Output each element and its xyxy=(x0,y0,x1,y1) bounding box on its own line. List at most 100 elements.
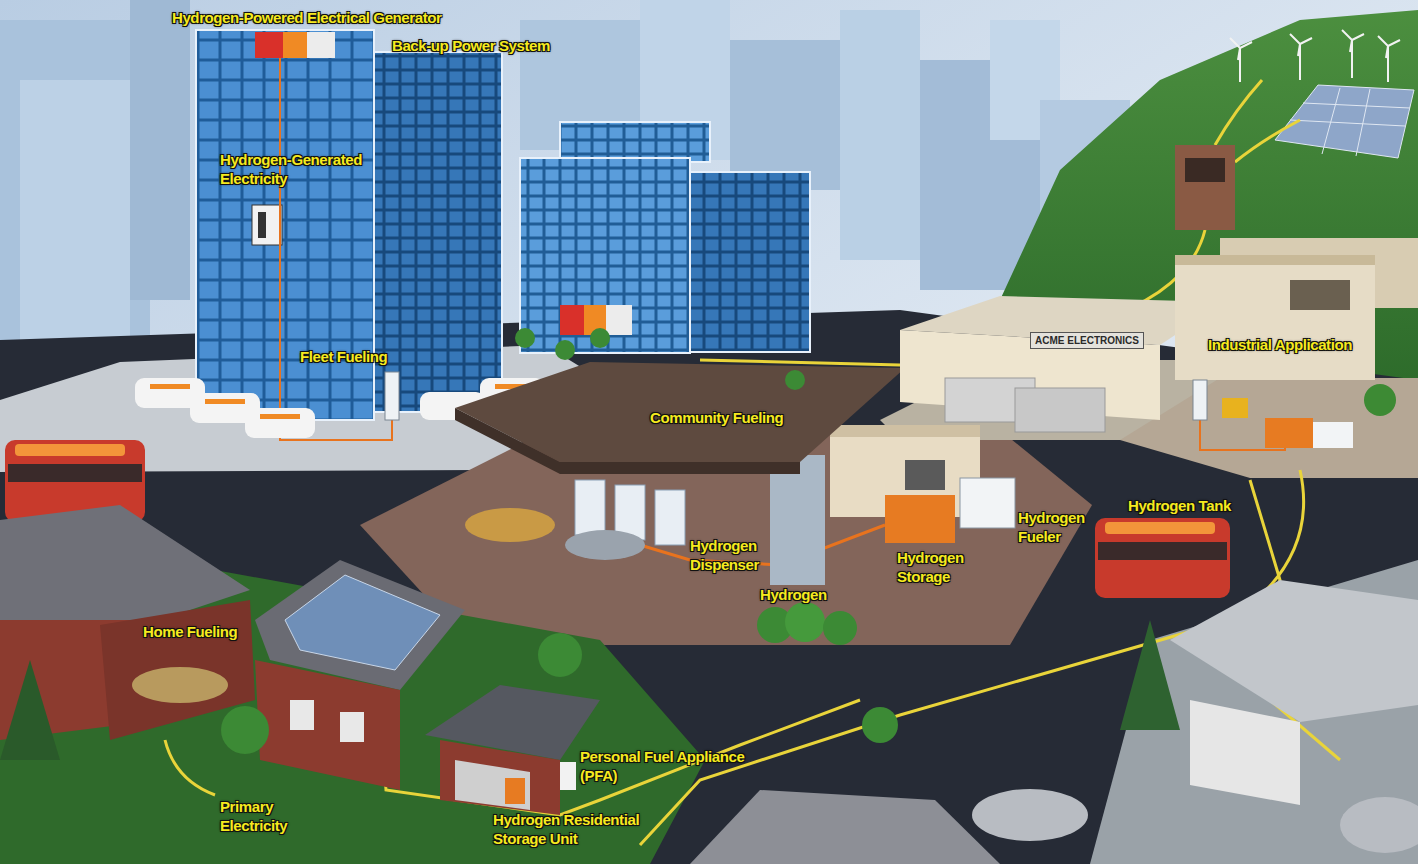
backup-power-box xyxy=(606,305,632,335)
personal-fuel-appliance xyxy=(560,762,576,790)
turbine-blade xyxy=(1230,38,1240,48)
industrial-window xyxy=(1290,280,1350,310)
backup-power-box xyxy=(307,32,335,58)
bush xyxy=(1364,384,1396,416)
bg-building xyxy=(840,10,920,260)
solar-grid xyxy=(1290,88,1410,156)
callout-label: Hydrogen-Powered Electrical Generator xyxy=(172,8,441,27)
turbine-blade xyxy=(1240,42,1252,48)
fleet-dispenser xyxy=(385,372,399,420)
bg-building xyxy=(0,20,150,350)
turbine-blade xyxy=(1342,30,1352,40)
hydrogen-fueler-box xyxy=(960,478,1015,528)
wind-turbines xyxy=(1230,30,1400,82)
industrial-dispenser xyxy=(1193,380,1207,420)
van xyxy=(245,408,315,438)
turbine-blade xyxy=(1378,36,1388,46)
bus-tank xyxy=(1105,522,1215,534)
green-hill xyxy=(1000,10,1418,400)
bush xyxy=(823,611,857,645)
power-building-window xyxy=(1185,158,1225,182)
car xyxy=(972,789,1088,841)
turbine-blade xyxy=(1300,38,1312,44)
glass-building xyxy=(520,158,690,353)
car xyxy=(132,667,228,703)
rooftop-solar xyxy=(285,575,440,670)
road xyxy=(0,310,1418,864)
bg-building xyxy=(20,80,130,340)
building-sign: ACME ELECTRONICS xyxy=(1030,332,1144,349)
forklift xyxy=(1222,398,1248,418)
station-roof xyxy=(830,425,980,437)
bus-windows xyxy=(8,464,142,482)
garage-door xyxy=(455,760,530,810)
turbine-blade xyxy=(1386,46,1388,58)
station-window xyxy=(905,460,945,490)
industrial-building xyxy=(1175,262,1375,380)
garage-wall xyxy=(440,740,560,815)
power-wire xyxy=(165,740,215,795)
turbine-blade xyxy=(1290,34,1300,44)
dispenser-pump xyxy=(575,480,605,535)
callout-label: Hydrogen Storage xyxy=(897,548,979,586)
callout-label: Hydrogen-Generated Electricity xyxy=(220,150,395,188)
residential-storage-unit xyxy=(505,778,525,804)
industrial-roof xyxy=(1175,255,1375,265)
canopy-edge xyxy=(455,408,800,474)
panel-detail xyxy=(258,212,266,238)
car xyxy=(465,508,555,542)
turbine-blade xyxy=(1298,44,1300,56)
bus-tank xyxy=(15,444,125,456)
tree xyxy=(555,340,575,360)
tree xyxy=(221,706,269,754)
van-stripe xyxy=(150,384,190,389)
house-roof xyxy=(690,790,1000,864)
glass-tower-side xyxy=(374,52,502,412)
turbine-blade xyxy=(1352,34,1364,40)
tree xyxy=(538,633,582,677)
house-roof xyxy=(0,505,250,620)
callout-label: Hydrogen xyxy=(760,585,827,604)
callout-label: Community Fueling xyxy=(650,408,783,427)
turbine-blade xyxy=(1238,48,1240,60)
car xyxy=(565,530,645,560)
hydrogen-pipe xyxy=(280,58,392,440)
bg-building xyxy=(730,40,840,190)
callout-label: Hydrogen Dispenser xyxy=(690,536,772,574)
van-stripe xyxy=(260,414,300,419)
tree xyxy=(862,707,898,743)
callout-label: Hydrogen Tank xyxy=(1128,496,1231,515)
house-wall xyxy=(1190,700,1300,805)
bg-building xyxy=(130,0,190,300)
generator-box xyxy=(560,305,584,335)
turbine-pole xyxy=(1239,48,1241,82)
callout-label: Hydrogen Fueler xyxy=(1018,508,1100,546)
bus-windows xyxy=(1098,542,1227,560)
dispenser-pump xyxy=(655,490,685,545)
house-window xyxy=(340,712,364,742)
callout-label: Industrial Application xyxy=(1208,335,1352,354)
generator-box xyxy=(283,32,307,58)
generator-box xyxy=(255,32,283,58)
turbine-pole xyxy=(1387,46,1389,82)
callout-label: Home Fueling xyxy=(143,622,237,641)
callout-label: Back-up Power System xyxy=(392,36,550,55)
callout-label: Fleet Fueling xyxy=(300,347,387,366)
tree xyxy=(590,328,610,348)
turbine-blade xyxy=(1350,40,1352,52)
callout-label: Personal Fuel Appliance (PFA) xyxy=(580,747,770,785)
industrial-lot xyxy=(1120,378,1418,478)
electricity-panel xyxy=(252,205,282,245)
glass-building-top xyxy=(560,122,710,162)
hydrogen-storage-tank xyxy=(885,495,955,543)
house-roof xyxy=(1170,580,1418,722)
house-wall xyxy=(255,660,400,790)
tree xyxy=(785,370,805,390)
pine-tree xyxy=(1120,620,1180,730)
glass-building-side xyxy=(690,172,810,352)
power-building xyxy=(1175,145,1235,230)
turbine-pole xyxy=(1351,40,1353,78)
tree xyxy=(515,328,535,348)
